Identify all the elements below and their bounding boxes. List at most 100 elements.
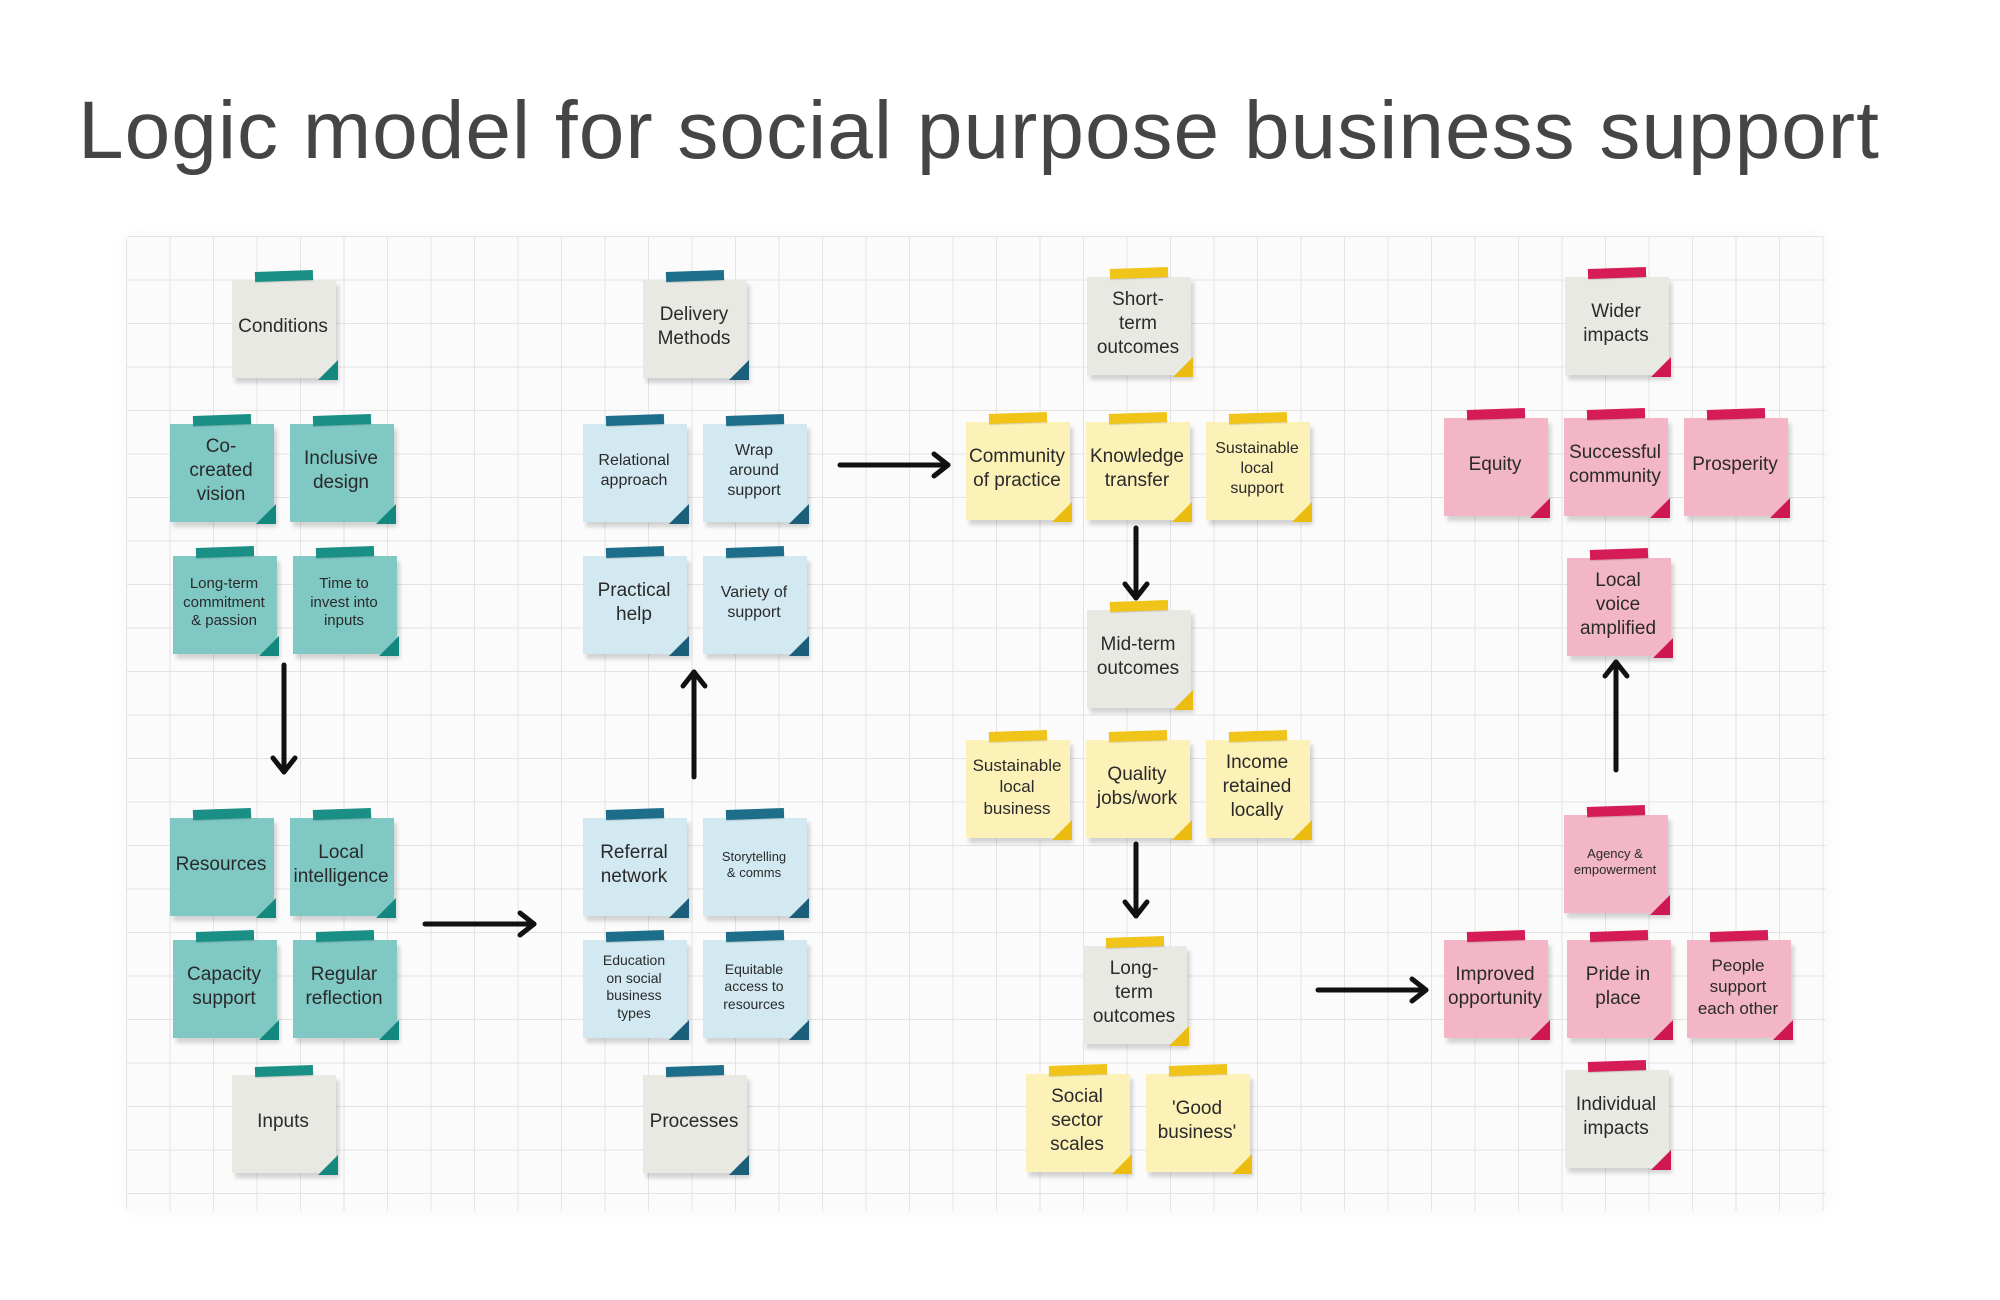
sticky-note-label: Individual impacts	[1575, 1094, 1657, 1139]
sticky-note-agency[interactable]: Agency & empowerment	[1564, 804, 1670, 915]
sticky-note-education[interactable]: Education on social business types	[583, 929, 689, 1040]
tape-strip	[312, 413, 372, 427]
sticky-note-community-prac[interactable]: Community of practice	[966, 411, 1072, 522]
sticky-note-successful[interactable]: Successful community	[1564, 407, 1670, 518]
sticky-note-capacity[interactable]: Capacity support	[173, 929, 279, 1040]
sticky-note-people-support[interactable]: People support each other	[1687, 929, 1793, 1040]
corner-fold	[1530, 1020, 1550, 1040]
sticky-note-wrap[interactable]: Wrap around support	[703, 413, 809, 524]
tape-strip	[1589, 547, 1649, 561]
corner-fold	[376, 504, 396, 524]
sticky-note-label: People support each other	[1697, 956, 1779, 1018]
corner-fold	[1112, 1154, 1132, 1174]
sticky-note-label: Education on social business types	[602, 952, 666, 1021]
sticky-note-knowledge[interactable]: Knowledge transfer	[1086, 411, 1192, 522]
tape-strip	[1105, 935, 1165, 949]
sticky-note-individual[interactable]: Individual impacts	[1565, 1059, 1671, 1170]
sticky-note-referral[interactable]: Referral network	[583, 807, 689, 918]
sticky-note-inclusive[interactable]: Inclusive design	[290, 413, 396, 524]
sticky-note-prosperity[interactable]: Prosperity	[1684, 407, 1790, 518]
corner-fold	[729, 1155, 749, 1175]
sticky-note-time-invest[interactable]: Time to invest into inputs	[293, 545, 399, 656]
sticky-note-sust-support[interactable]: Sustainable local support	[1206, 411, 1312, 522]
sticky-note-storytelling[interactable]: Storytelling & comms	[703, 807, 809, 918]
tape-strip	[605, 413, 665, 427]
sticky-note-local-intel[interactable]: Local intelligence	[290, 807, 396, 918]
sticky-note-label: Time to invest into inputs	[310, 574, 378, 630]
tape-strip	[315, 929, 375, 943]
sticky-note-improved[interactable]: Improved opportunity	[1444, 929, 1550, 1040]
sticky-note-label: Local voice amplified	[1579, 570, 1657, 639]
sticky-note-equitable[interactable]: Equitable access to resources	[703, 929, 809, 1040]
sticky-note-resources[interactable]: Resources	[170, 807, 276, 918]
corner-fold	[318, 1155, 338, 1175]
tape-strip	[1466, 407, 1526, 421]
sticky-note-conditions[interactable]: Conditions	[232, 269, 338, 380]
sticky-note-regular[interactable]: Regular reflection	[293, 929, 399, 1040]
sticky-note-pride[interactable]: Pride in place	[1567, 929, 1673, 1040]
corner-fold	[789, 636, 809, 656]
corner-fold	[1530, 498, 1550, 518]
sticky-note-label: Quality jobs/work	[1096, 764, 1178, 809]
sticky-note-label: Improved opportunity	[1448, 964, 1543, 1009]
corner-fold	[1169, 1026, 1189, 1046]
sticky-note-short-term[interactable]: Short-term outcomes	[1087, 266, 1193, 377]
tape-strip	[725, 807, 785, 821]
tape-strip	[725, 413, 785, 427]
sticky-note-social-sector[interactable]: Social sector scales	[1026, 1063, 1132, 1174]
sticky-note-label: Wrap around support	[727, 442, 781, 499]
tape-strip	[1108, 411, 1168, 425]
corner-fold	[1651, 1150, 1671, 1170]
corner-fold	[1172, 820, 1192, 840]
sticky-note-label: Short-term outcomes	[1096, 289, 1180, 358]
tape-strip	[1589, 929, 1649, 943]
corner-fold	[669, 1020, 689, 1040]
tape-strip	[665, 269, 725, 283]
sticky-note-income[interactable]: Income retained locally	[1206, 729, 1312, 840]
tape-strip	[725, 545, 785, 559]
sticky-note-equity[interactable]: Equity	[1444, 407, 1550, 518]
sticky-note-label: Resources	[175, 854, 267, 876]
corner-fold	[1773, 1020, 1793, 1040]
sticky-note-label: Local intelligence	[293, 842, 389, 887]
sticky-note-co-created[interactable]: Co-created vision	[170, 413, 276, 524]
tape-strip	[1586, 804, 1646, 818]
sticky-note-label: Mid-term outcomes	[1096, 634, 1180, 679]
sticky-note-local-voice[interactable]: Local voice amplified	[1567, 547, 1673, 658]
corner-fold	[1651, 357, 1671, 377]
sticky-note-sust-business[interactable]: Sustainable local business	[966, 729, 1072, 840]
sticky-note-quality[interactable]: Quality jobs/work	[1086, 729, 1192, 840]
sticky-note-delivery[interactable]: Delivery Methods	[643, 269, 749, 380]
corner-fold	[1173, 357, 1193, 377]
tape-strip	[195, 929, 255, 943]
corner-fold	[376, 898, 396, 918]
corner-fold	[789, 898, 809, 918]
sticky-note-label: Knowledge transfer	[1089, 446, 1185, 491]
corner-fold	[729, 360, 749, 380]
sticky-note-long-term[interactable]: Long-term outcomes	[1083, 935, 1189, 1046]
corner-fold	[1650, 498, 1670, 518]
tape-strip	[1109, 599, 1169, 613]
sticky-note-mid-term[interactable]: Mid-term outcomes	[1087, 599, 1193, 710]
sticky-note-good-business[interactable]: 'Good business'	[1146, 1063, 1252, 1174]
tape-strip	[1586, 407, 1646, 421]
sticky-note-variety[interactable]: Variety of support	[703, 545, 809, 656]
tape-strip	[1466, 929, 1526, 943]
sticky-note-label: Relational approach	[598, 452, 670, 489]
sticky-note-inputs[interactable]: Inputs	[232, 1064, 338, 1175]
corner-fold	[1173, 690, 1193, 710]
sticky-note-long-term-commit[interactable]: Long-term commitment & passion	[173, 545, 279, 656]
corner-fold	[1052, 502, 1072, 522]
sticky-note-label: Regular reflection	[305, 964, 383, 1009]
corner-fold	[256, 504, 276, 524]
sticky-note-practical[interactable]: Practical help	[583, 545, 689, 656]
sticky-note-label: Inputs	[257, 1111, 309, 1133]
sticky-note-label: Sustainable local support	[1215, 440, 1299, 497]
corner-fold	[1770, 498, 1790, 518]
tape-strip	[665, 1064, 725, 1078]
sticky-note-wider[interactable]: Wider impacts	[1565, 266, 1671, 377]
sticky-note-relational[interactable]: Relational approach	[583, 413, 689, 524]
tape-strip	[312, 807, 372, 821]
sticky-note-processes[interactable]: Processes	[643, 1064, 749, 1175]
sticky-note-label: Social sector scales	[1050, 1086, 1104, 1155]
